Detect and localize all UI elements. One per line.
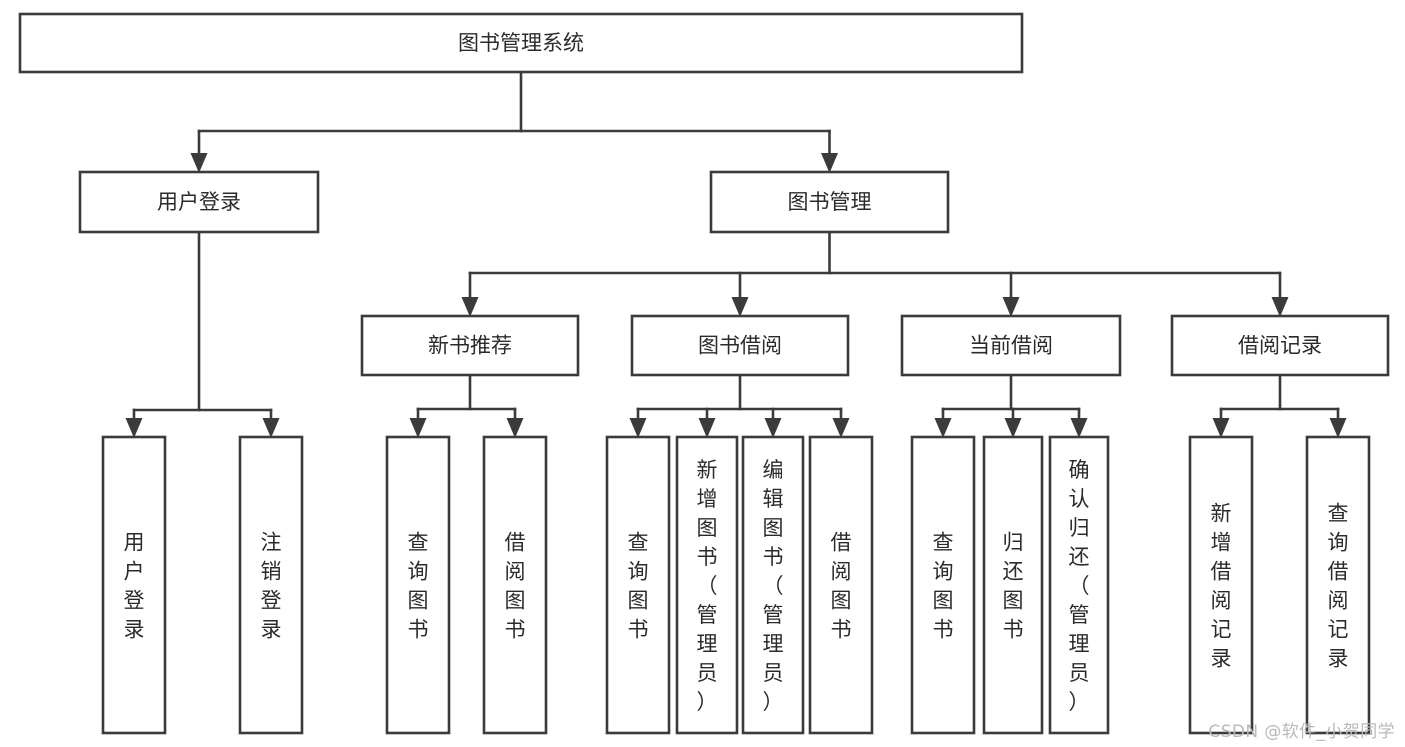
arrow-head-leaf-query-book-3 — [934, 418, 952, 438]
arrow-head-user-login — [190, 153, 208, 173]
arrow-head-leaf-add-book — [698, 418, 716, 438]
conn-root-split — [190, 70, 838, 173]
node-box-leaf-return-book — [982, 435, 1044, 735]
arrow-head-leaf-query-borrow-record — [1329, 418, 1347, 438]
node-box-borrow-record — [1170, 314, 1390, 377]
arrow-head-leaf-borrow-book-2 — [832, 418, 850, 438]
node-leaf-return-book[interactable]: 归还图书 — [982, 435, 1044, 735]
node-box-leaf-query-book-1 — [385, 435, 451, 735]
node-box-book-borrow — [630, 314, 850, 377]
node-leaf-logout[interactable]: 注销登录 — [238, 435, 304, 735]
node-label-leaf-query-book-3: 查询图书 — [933, 531, 954, 642]
node-box-leaf-confirm-return — [1048, 435, 1110, 735]
node-box-leaf-query-book-2 — [605, 435, 671, 735]
arrow-head-book-management — [821, 153, 838, 173]
node-borrow-record[interactable]: 借阅记录 — [1170, 314, 1390, 377]
node-label-leaf-return-book: 归还图书 — [1003, 531, 1024, 642]
node-box-current-borrow — [900, 314, 1122, 377]
connector-layer — [125, 70, 1347, 438]
arrow-head-book-borrow — [731, 297, 749, 317]
conn-bookmgmt-split — [461, 230, 1289, 317]
node-box-book-management — [709, 170, 950, 234]
node-box-leaf-add-book — [675, 435, 739, 735]
node-leaf-confirm-return[interactable]: 确认归还（管理员） — [1048, 435, 1110, 735]
node-box-leaf-add-borrow-record — [1188, 435, 1254, 735]
arrow-head-leaf-confirm-return — [1070, 418, 1088, 438]
node-leaf-query-book-3[interactable]: 查询图书 — [910, 435, 976, 735]
node-box-leaf-borrow-book-1 — [482, 435, 548, 735]
node-book-borrow[interactable]: 图书借阅 — [630, 314, 850, 377]
node-leaf-borrow-book-2[interactable]: 借阅图书 — [808, 435, 874, 735]
node-leaf-edit-book[interactable]: 编辑图书（管理员） — [741, 435, 805, 735]
node-label-leaf-confirm-return: 确认归还（管理员） — [1069, 458, 1090, 714]
arrow-head-leaf-return-book — [1004, 418, 1022, 438]
node-user-login[interactable]: 用户登录 — [78, 170, 320, 234]
node-box-root — [18, 12, 1024, 74]
node-new-book-recommend[interactable]: 新书推荐 — [360, 314, 580, 377]
node-label-leaf-borrow-book-2: 借阅图书 — [831, 531, 852, 642]
node-box-leaf-borrow-book-2 — [808, 435, 874, 735]
node-label-leaf-edit-book: 编辑图书（管理员） — [763, 458, 784, 714]
conn-currentborrow-split — [934, 373, 1088, 438]
node-label-book-management: 图书管理 — [788, 190, 872, 214]
node-leaf-add-borrow-record[interactable]: 新增借阅记录 — [1188, 435, 1254, 735]
node-leaf-user-login[interactable]: 用户登录 — [101, 435, 167, 735]
arrow-head-leaf-edit-book — [764, 418, 782, 438]
node-box-user-login — [78, 170, 320, 234]
node-box-new-book-recommend — [360, 314, 580, 377]
node-label-leaf-add-borrow-record: 新增借阅记录 — [1211, 502, 1232, 671]
node-label-leaf-query-book-1: 查询图书 — [408, 531, 429, 642]
conn-borrowrecord-split — [1212, 373, 1347, 438]
node-book-management[interactable]: 图书管理 — [709, 170, 950, 234]
arrow-head-leaf-query-book-1 — [409, 418, 427, 438]
node-label-book-borrow: 图书借阅 — [698, 334, 782, 358]
node-leaf-query-book-1[interactable]: 查询图书 — [385, 435, 451, 735]
arrow-head-leaf-query-book-2 — [629, 418, 647, 438]
node-label-borrow-record: 借阅记录 — [1238, 334, 1322, 358]
conn-user-login-split — [125, 230, 280, 438]
node-layer: 图书管理系统用户登录图书管理新书推荐图书借阅当前借阅借阅记录用户登录注销登录查询… — [18, 12, 1390, 735]
conn-bookborrow-split — [629, 373, 850, 438]
node-label-leaf-query-book-2: 查询图书 — [628, 531, 649, 642]
node-current-borrow[interactable]: 当前借阅 — [900, 314, 1122, 377]
node-label-current-borrow: 当前借阅 — [969, 334, 1053, 358]
arrow-head-leaf-borrow-book-1 — [506, 418, 524, 438]
arrow-head-leaf-user-login — [125, 418, 143, 438]
node-leaf-query-book-2[interactable]: 查询图书 — [605, 435, 671, 735]
conn-newbook-split — [409, 373, 524, 438]
node-label-leaf-borrow-book-1: 借阅图书 — [505, 531, 526, 642]
node-label-leaf-add-book: 新增图书（管理员） — [697, 458, 718, 714]
node-root[interactable]: 图书管理系统 — [18, 12, 1024, 74]
node-leaf-query-borrow-record[interactable]: 查询借阅记录 — [1305, 435, 1371, 735]
node-box-leaf-logout — [238, 435, 304, 735]
node-label-leaf-user-login: 用户登录 — [124, 531, 145, 642]
arrow-head-leaf-add-borrow-record — [1212, 418, 1230, 438]
node-label-new-book-recommend: 新书推荐 — [428, 334, 512, 358]
node-label-leaf-logout: 注销登录 — [261, 531, 282, 642]
node-leaf-borrow-book-1[interactable]: 借阅图书 — [482, 435, 548, 735]
node-box-leaf-user-login — [101, 435, 167, 735]
node-box-leaf-query-borrow-record — [1305, 435, 1371, 735]
node-label-root: 图书管理系统 — [458, 31, 584, 55]
arrow-head-new-book-recommend — [461, 297, 479, 317]
arrow-head-leaf-logout — [262, 418, 280, 438]
arrow-head-borrow-record — [1271, 297, 1289, 317]
node-box-leaf-edit-book — [741, 435, 805, 735]
node-leaf-add-book[interactable]: 新增图书（管理员） — [675, 435, 739, 735]
node-label-leaf-query-borrow-record: 查询借阅记录 — [1328, 502, 1349, 671]
node-box-leaf-query-book-3 — [910, 435, 976, 735]
arrow-head-current-borrow — [1002, 297, 1020, 317]
node-label-user-login: 用户登录 — [157, 190, 241, 214]
